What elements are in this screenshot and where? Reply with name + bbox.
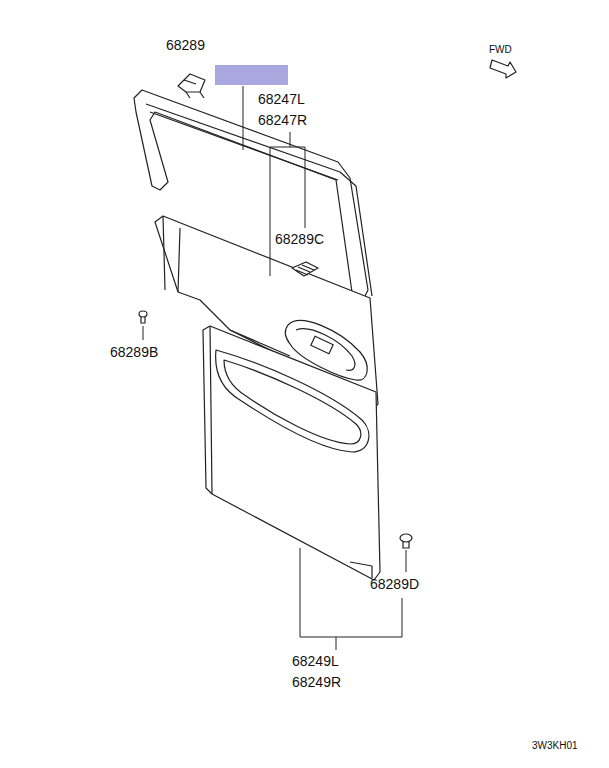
- diagram-code: 3W3KH01: [532, 740, 578, 752]
- clip-part: [292, 262, 318, 276]
- callout-number: 68247L: [258, 91, 305, 107]
- highlight-block: [215, 65, 288, 85]
- forward-arrow: [490, 60, 516, 78]
- direction-label: FWD: [489, 44, 512, 56]
- callout-number: 68289C: [275, 231, 324, 247]
- callout-number: 68247R: [258, 112, 307, 128]
- lower-door-card: [203, 326, 380, 580]
- callout-number: 68289: [166, 37, 205, 53]
- callout-number: 68289D: [370, 576, 419, 592]
- callout-number: 68249R: [292, 674, 341, 690]
- callout-number: 68249L: [292, 653, 339, 669]
- clip-part: [400, 534, 412, 548]
- clip-part: [178, 74, 205, 98]
- clip-part: [139, 311, 147, 323]
- callout-number: 68289B: [110, 344, 158, 360]
- leader-lines: [143, 86, 406, 650]
